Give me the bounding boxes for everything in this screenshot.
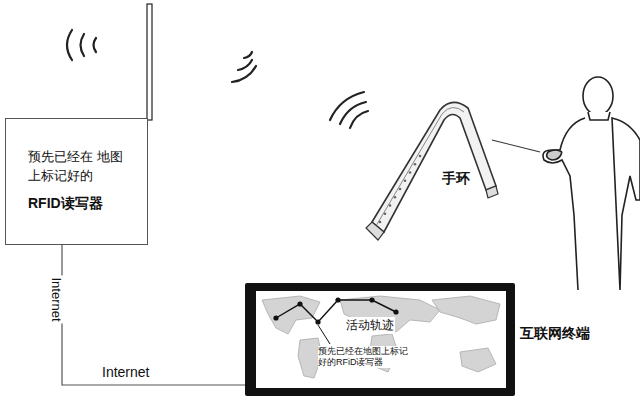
network-label: Internet: [49, 275, 64, 323]
terminal-screen: 活动轨迹预先已经在地图上标记 好的RFiD读写器互联网终端: [256, 291, 506, 388]
screen-note: 预先已经在地图上标记 好的RFiD读写器: [318, 346, 414, 368]
terminal-name: 互联网终端: [520, 325, 590, 343]
leader-line: [318, 325, 330, 344]
bracelet: [366, 102, 498, 240]
leader-line: [492, 140, 540, 152]
antenna: [147, 4, 152, 120]
reader-description: 预先已经在 地图上标记好的: [28, 147, 128, 185]
person: [543, 77, 640, 290]
monitor: [245, 283, 515, 396]
reader-name: RFID读写器: [28, 195, 103, 213]
trajectory-label: 活动轨迹: [345, 317, 395, 334]
world-map: [262, 296, 500, 378]
edge-label: Internet: [100, 364, 151, 380]
network-line: [62, 245, 245, 385]
reader-box: 预先已经在 地图上标记好的 RFID读写器: [5, 118, 148, 245]
bracelet-label: 手环: [442, 170, 470, 188]
radio-waves: [67, 30, 368, 128]
